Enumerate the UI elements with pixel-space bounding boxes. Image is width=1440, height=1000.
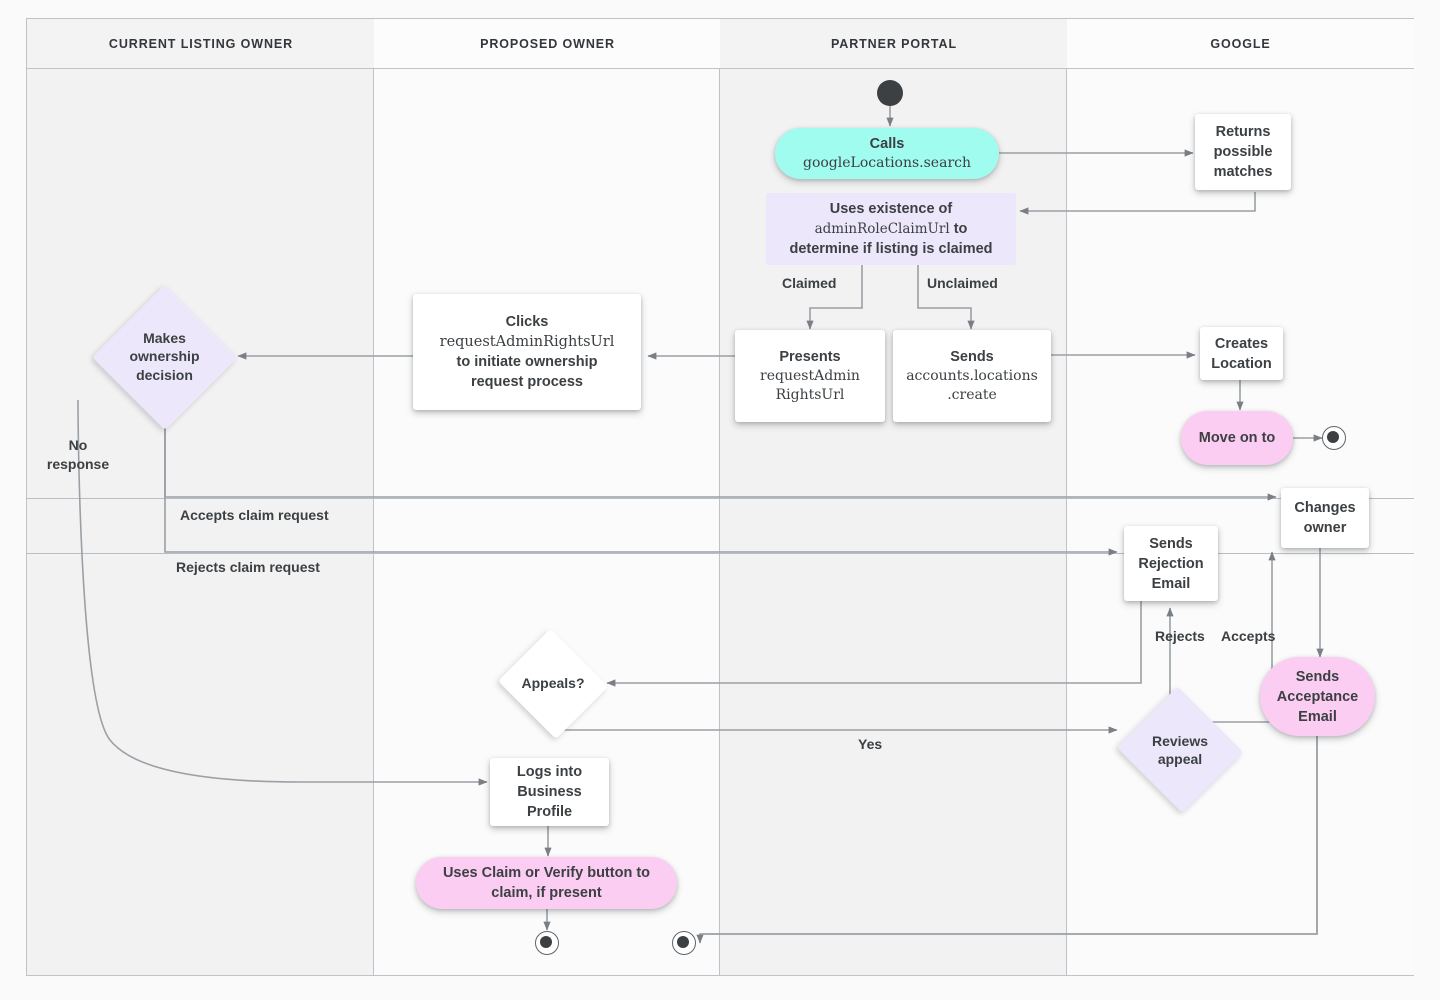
node-line-3: RightsUrl [775, 387, 845, 403]
lane-divider-1 [26, 498, 1414, 499]
edge-label-yes: Yes [858, 736, 883, 752]
node-code-token: adminRoleClaimUrl [814, 221, 950, 237]
node-line-2: requestAdmin [760, 367, 860, 384]
node-line-4: request process [470, 374, 583, 390]
lane-title: PROPOSED OWNER [480, 36, 615, 51]
node-clicks-request-admin-rights-url[interactable]: Clicks requestAdminRightsUrl to initiate… [413, 294, 641, 410]
lane-title: GOOGLE [1210, 36, 1271, 51]
node-line-2-suffix: to [949, 221, 968, 237]
node-logs-into-business-profile[interactable]: Logs into Business Profile [490, 758, 609, 826]
lane-header-proposed-owner: PROPOSED OWNER [374, 19, 721, 69]
node-line-3: .create [947, 387, 997, 403]
node-label: Appeals? [521, 675, 585, 692]
node-line-1: Sends [950, 348, 994, 365]
node-calls-google-locations-search[interactable]: Calls googleLocations.search [775, 128, 999, 179]
lane-body-current-listing-owner [27, 19, 374, 975]
edge-label-accepts: Accepts [1221, 628, 1276, 644]
start-node-partner-portal [877, 80, 903, 106]
node-label: Returns possible matches [1213, 124, 1273, 180]
node-uses-claim-or-verify-button[interactable]: Uses Claim or Verify button to claim, if… [416, 857, 677, 909]
node-uses-existence-admin-role-claim-url[interactable]: Uses existence of adminRoleClaimUrl to d… [766, 193, 1016, 265]
node-line-2: claim, if present [491, 885, 602, 901]
lane-divider-2 [26, 553, 1414, 554]
node-line-2-row: adminRoleClaimUrl to [789, 219, 992, 239]
edge-label-no-response: No response [46, 437, 110, 472]
node-sends-accounts-locations-create[interactable]: Sends accounts.locations .create [893, 330, 1051, 422]
edge-label-claimed: Claimed [782, 275, 837, 291]
node-line-2: accounts.locations [906, 367, 1038, 384]
node-line-1: Uses Claim or Verify button to [442, 865, 651, 881]
node-line-2: googleLocations.search [802, 154, 971, 171]
lane-header-partner-portal: PARTNER PORTAL [720, 19, 1068, 69]
node-line-3: to initiate ownership [456, 354, 598, 370]
node-makes-ownership-decision[interactable]: Makes ownership decision [92, 284, 237, 429]
node-reviews-appeal[interactable]: Reviews appeal [1114, 686, 1246, 814]
edge-label-rejects: Rejects [1155, 628, 1205, 644]
node-appeals-decision[interactable]: Appeals? [495, 628, 611, 739]
node-label: Changes owner [1294, 500, 1356, 536]
edge-label-unclaimed: Unclaimed [927, 275, 998, 291]
node-sends-rejection-email[interactable]: Sends Rejection Email [1124, 526, 1218, 601]
end-node-google [1322, 426, 1346, 450]
node-label: Makes ownership decision [129, 330, 200, 383]
node-move-on-to[interactable]: Move on to [1181, 411, 1293, 465]
node-presents-request-admin-rights-url[interactable]: Presents requestAdmin RightsUrl [735, 330, 885, 422]
lane-body-proposed-owner [374, 19, 720, 975]
node-label: Reviews appeal [1151, 732, 1209, 767]
lane-title: CURRENT LISTING OWNER [108, 36, 294, 51]
node-line-1: Calls [869, 135, 905, 152]
edge-label-accepts-claim-request: Accepts claim request [180, 507, 329, 523]
node-label: Move on to [1198, 430, 1276, 446]
edge-label-rejects-claim-request: Rejects claim request [176, 559, 320, 575]
node-changes-owner[interactable]: Changes owner [1281, 488, 1369, 548]
node-line-1: Uses existence of [829, 201, 953, 217]
node-creates-location[interactable]: Creates Location [1200, 327, 1283, 380]
node-label: Creates Location [1211, 335, 1272, 372]
node-line-1: Clicks [505, 314, 549, 330]
node-label: Sends Acceptance Email [1276, 668, 1359, 725]
node-line-2: requestAdminRightsUrl [439, 334, 615, 350]
node-line-1: Presents [779, 348, 841, 365]
node-label: Sends Rejection Email [1138, 535, 1204, 592]
node-label: Logs into Business Profile [516, 764, 583, 820]
node-line-3: determine if listing is claimed [789, 241, 993, 257]
lane-header-current-listing-owner: CURRENT LISTING OWNER [27, 19, 375, 69]
end-node-partner-portal [672, 931, 696, 955]
end-node-proposed-owner [535, 931, 559, 955]
lane-title: PARTNER PORTAL [830, 36, 958, 51]
lane-header-google: GOOGLE [1067, 19, 1414, 69]
node-sends-acceptance-email[interactable]: Sends Acceptance Email [1260, 657, 1375, 736]
node-returns-possible-matches[interactable]: Returns possible matches [1195, 114, 1291, 190]
